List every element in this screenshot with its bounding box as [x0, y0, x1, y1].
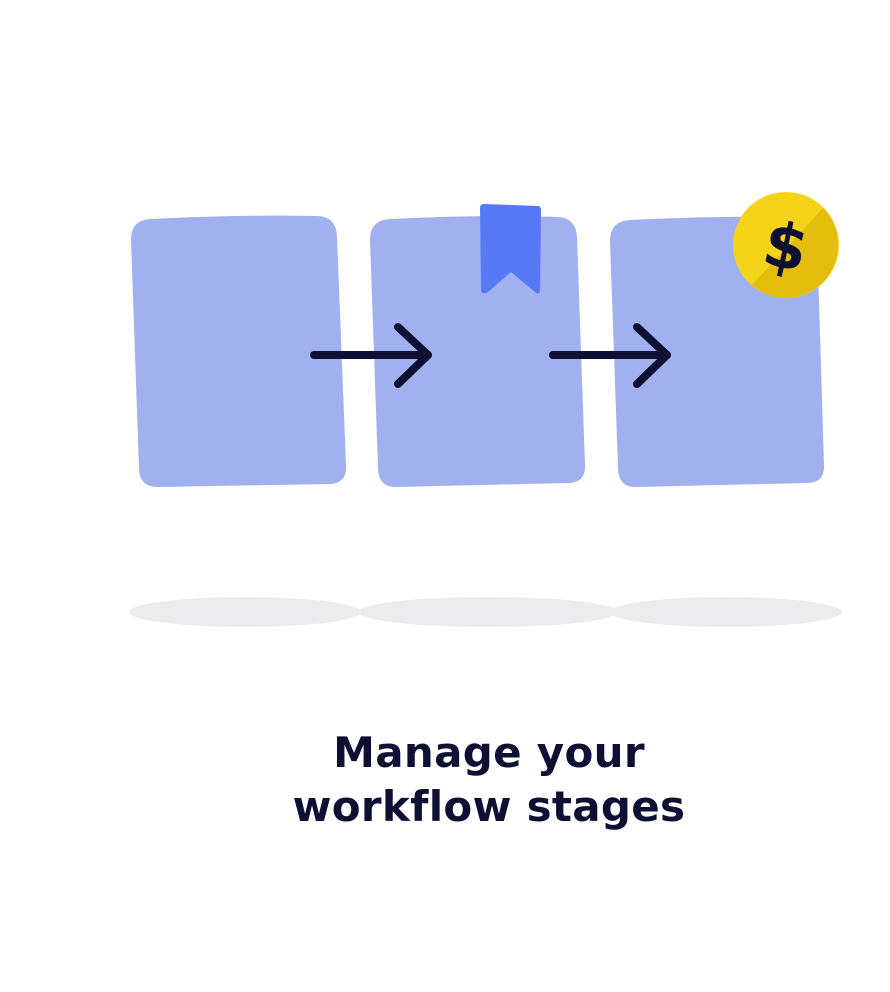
arrow-right-icon	[549, 323, 671, 388]
card-shadow-2	[358, 597, 618, 627]
dollar-coin-icon: $	[733, 192, 839, 298]
headline-line-1: Manage your	[333, 728, 645, 777]
page-headline: Manage your workflow stages	[244, 726, 734, 834]
bookmark-icon	[480, 204, 541, 294]
card-shadow-3	[610, 597, 842, 627]
card-shadow-1	[129, 597, 361, 627]
floor-shadow	[129, 597, 842, 627]
arrow-right-icon	[310, 323, 432, 388]
stage-card-1	[131, 215, 347, 487]
headline-line-2: workflow stages	[292, 782, 686, 831]
workflow-illustration: $	[129, 192, 842, 627]
